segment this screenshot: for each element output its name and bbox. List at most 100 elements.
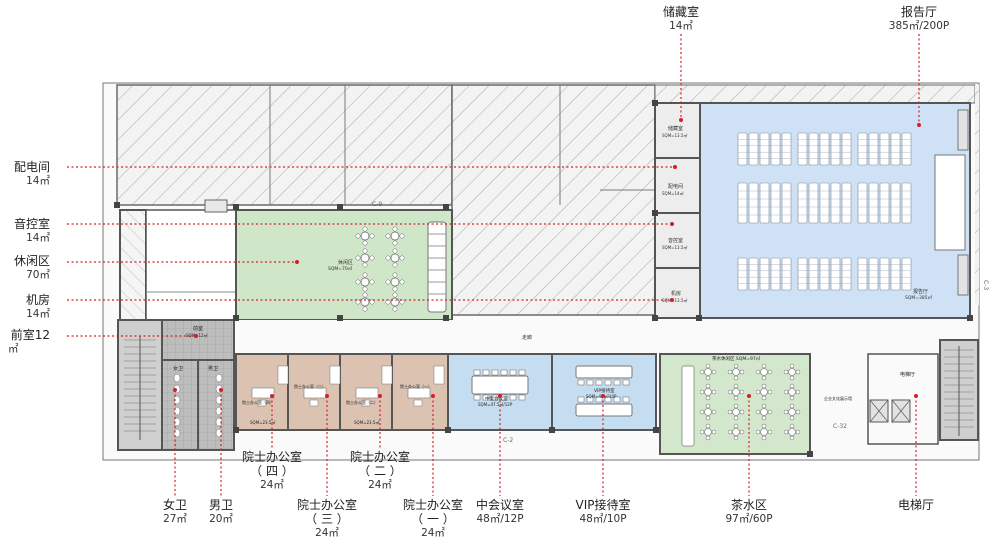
callout-women: 女卫 27㎡	[155, 498, 195, 525]
svg-text:茶水休闲区 SQM=97㎡: 茶水休闲区 SQM=97㎡	[712, 355, 761, 362]
svg-text:中型会议室: 中型会议室	[485, 395, 508, 402]
callout-server: 机房 14㎡	[4, 293, 50, 320]
callout-office1: 院士办公室 （ 一 ） 24㎡	[398, 498, 468, 539]
svg-text:院士办公室（二）: 院士办公室（二）	[346, 399, 378, 405]
svg-text:SQM=23.5㎡: SQM=23.5㎡	[354, 419, 379, 425]
svg-text:SQM=14㎡: SQM=14㎡	[662, 190, 684, 196]
svg-text:机房: 机房	[671, 290, 681, 297]
left-shaft	[119, 209, 147, 321]
callout-hall-area: 385㎡/200P	[888, 19, 950, 32]
callout-office2: 院士办公室 （ 二 ） 24㎡	[345, 450, 415, 491]
callout-vestibule: 前室12 ㎡	[4, 328, 50, 355]
callout-office4-name: 院士办公室	[241, 450, 302, 464]
svg-text:C-2: C-2	[503, 437, 513, 444]
callout-men: 男卫 20㎡	[201, 498, 241, 525]
callout-meeting-name: 中会议室	[475, 498, 524, 512]
callout-vip-name: VIP接待室	[575, 498, 631, 512]
callout-lounge-area: 70㎡	[26, 268, 50, 281]
svg-text:男卫: 男卫	[208, 366, 218, 372]
callout-men-name: 男卫	[208, 498, 233, 512]
hatched-zone-2	[451, 84, 656, 316]
hall-seating	[737, 132, 912, 291]
svg-text:储藏室: 储藏室	[668, 125, 683, 132]
callout-hall: 报告厅 385㎡/200P	[869, 5, 969, 32]
callout-tea: 茶水区 97㎡/60P	[714, 498, 784, 525]
svg-text:电梯厅: 电梯厅	[900, 371, 915, 378]
callout-lounge: 休闲区 70㎡	[4, 254, 50, 281]
callout-office1-name: 院士办公室	[402, 498, 463, 512]
callout-office1-sub: （ 一 ）	[411, 511, 455, 526]
hall-area-tag: SQM=385㎡	[905, 294, 933, 301]
svg-text:SQM=13.5㎡: SQM=13.5㎡	[662, 244, 687, 250]
svg-text:女卫: 女卫	[173, 365, 183, 372]
callout-office4-sub: （ 四 ）	[250, 463, 294, 478]
corridor-tag: 走廊	[522, 334, 532, 341]
callout-storage-area: 14㎡	[669, 19, 693, 32]
callout-office2-sub: （ 二 ）	[358, 463, 402, 478]
callout-office2-area: 24㎡	[368, 478, 392, 491]
callout-women-name: 女卫	[162, 498, 187, 512]
svg-text:SQM=23.5㎡: SQM=23.5㎡	[250, 419, 275, 425]
callout-audio-name: 音控室	[13, 217, 50, 231]
callout-power-area: 14㎡	[26, 174, 50, 187]
callout-power: 配电间 14㎡	[4, 160, 50, 187]
callout-lounge-name: 休闲区	[13, 254, 50, 268]
svg-text:SQM=13.5㎡: SQM=13.5㎡	[662, 132, 687, 138]
callout-vestibule-area: ㎡	[8, 342, 19, 355]
hall-stage	[934, 154, 966, 251]
lounge-sofas	[427, 221, 447, 313]
callout-office2-name: 院士办公室	[349, 450, 410, 464]
svg-text:C-9: C-9	[372, 201, 382, 208]
callout-hall-name: 报告厅	[900, 5, 937, 19]
callout-server-name: 机房	[25, 293, 50, 307]
callout-vip: VIP接待室 48㎡/10P	[563, 498, 643, 525]
callout-power-name: 配电间	[13, 160, 50, 174]
callout-office3-sub: （ 三 ）	[305, 511, 349, 526]
svg-text:SQM=47.5㎡/12P: SQM=47.5㎡/12P	[478, 401, 513, 407]
women-restroom	[161, 359, 199, 451]
callout-audio: 音控室 14㎡	[4, 217, 50, 244]
svg-text:配电间: 配电间	[668, 183, 683, 190]
svg-text:前室: 前室	[193, 325, 203, 332]
callout-storage-name: 储藏室	[662, 5, 699, 19]
callout-men-area: 20㎡	[209, 512, 233, 525]
svg-text:音控室: 音控室	[668, 237, 683, 244]
svg-text:院士办公室（四）: 院士办公室（四）	[242, 399, 274, 405]
callout-storage: 储藏室 14㎡	[651, 5, 711, 32]
svg-text:院士办公室（三）: 院士办公室（三）	[294, 383, 326, 389]
callout-office4: 院士办公室 （ 四 ） 24㎡	[237, 450, 307, 491]
lounge-area-tag: SQM=70㎡	[328, 265, 353, 272]
callout-office3-name: 院士办公室	[296, 498, 357, 512]
hatched-zone-right	[975, 85, 979, 305]
vestibule	[161, 319, 235, 361]
callout-vestibule-name: 前室12	[10, 328, 50, 342]
callout-tea-name: 茶水区	[730, 498, 767, 512]
callout-tea-area: 97㎡/60P	[725, 512, 773, 525]
hall-tag: 报告厅	[913, 288, 928, 295]
callout-elevator: 电梯厅	[886, 498, 946, 513]
callout-server-area: 14㎡	[26, 307, 50, 320]
svg-text:院士办公室（一）: 院士办公室（一）	[400, 383, 432, 389]
svg-text:企业文化展示墙: 企业文化展示墙	[824, 395, 852, 401]
callout-office3: 院士办公室 （ 三 ） 24㎡	[292, 498, 362, 539]
hatched-zone-1	[116, 84, 453, 206]
men-restroom	[197, 359, 235, 451]
server-room	[654, 267, 701, 319]
elevator-hall	[867, 353, 939, 445]
hatched-zone-3	[654, 84, 976, 104]
callout-women-area: 27㎡	[163, 512, 187, 525]
callout-meeting: 中会议室 48㎡/12P	[465, 498, 535, 525]
svg-text:VIP接待室: VIP接待室	[594, 387, 615, 394]
callout-office1-area: 24㎡	[421, 526, 445, 539]
callout-office4-area: 24㎡	[260, 478, 284, 491]
callout-elevator-name: 电梯厅	[897, 498, 934, 512]
callout-audio-area: 14㎡	[26, 231, 50, 244]
callout-meeting-area: 48㎡/12P	[476, 512, 524, 525]
svg-text:C-3: C-3	[982, 280, 989, 290]
callout-vip-area: 48㎡/10P	[579, 512, 627, 525]
lounge-tag: 休闲区	[338, 259, 353, 266]
callout-office3-area: 24㎡	[315, 526, 339, 539]
corridor	[236, 320, 936, 354]
